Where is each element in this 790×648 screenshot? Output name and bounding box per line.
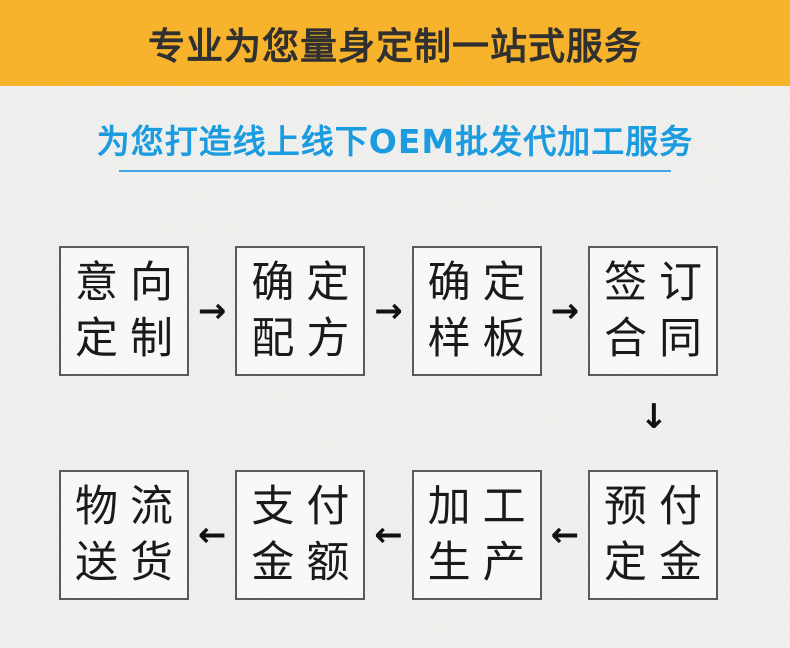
flow-row-2: 物流 送货 ← 支付 金额 ← 加工 生产 ← 预付 定金	[0, 470, 790, 600]
arrow-down-icon: ↓	[639, 397, 669, 437]
step-text: 样板	[427, 314, 538, 364]
arrow-right-icon: →	[374, 291, 403, 331]
step-text: 支付	[251, 482, 362, 532]
step-text: 意向	[75, 258, 185, 308]
flow-connector: ←	[189, 518, 235, 552]
step-sign-contract: 签订 合同	[587, 246, 718, 376]
subtitle-underline	[119, 170, 671, 172]
subtitle-text: 为您打造线上线下OEM批发代加工服务	[96, 122, 694, 161]
step-text: 加工	[427, 482, 538, 532]
step-logistics-delivery: 物流 送货	[59, 470, 189, 600]
step-text: 合同	[603, 314, 714, 364]
step-text: 预付	[603, 482, 714, 532]
step-text: 金额	[251, 538, 362, 588]
banner: 专业为您量身定制一站式服务	[0, 0, 790, 86]
step-text: 物流	[75, 482, 185, 532]
flow-connector: ←	[365, 518, 411, 552]
step-text: 签订	[603, 258, 714, 308]
banner-title: 专业为您量身定制一站式服务	[148, 25, 642, 68]
arrow-left-icon: ←	[550, 515, 580, 555]
flow-row-connector: ↓	[0, 376, 790, 470]
step-text: 定金	[603, 538, 714, 588]
flow-connector: →	[542, 294, 588, 328]
step-intent-customization: 意向 定制	[59, 246, 189, 376]
step-confirm-formula: 确定 配方	[235, 246, 366, 376]
step-text: 定制	[75, 314, 185, 364]
step-text: 确定	[251, 258, 362, 308]
flow-connector: →	[189, 294, 235, 328]
subtitle-section: 为您打造线上线下OEM批发代加工服务	[0, 86, 790, 172]
step-text: 确定	[427, 258, 538, 308]
flow-connector: →	[365, 294, 411, 328]
step-text: 送货	[75, 538, 185, 588]
flow-row-1: 意向 定制 → 确定 配方 → 确定 样板 → 签订 合同	[0, 246, 790, 376]
step-pay-amount: 支付 金额	[235, 470, 366, 600]
arrow-left-icon: ←	[197, 515, 227, 555]
step-text: 生产	[427, 538, 538, 588]
arrow-right-icon: →	[197, 291, 227, 331]
process-flow-diagram: 意向 定制 → 确定 配方 → 确定 样板 → 签订 合同	[0, 246, 790, 600]
step-text: 配方	[251, 314, 362, 364]
step-confirm-sample: 确定 样板	[411, 246, 542, 376]
arrow-left-icon: ←	[374, 515, 403, 555]
step-processing-production: 加工 生产	[411, 470, 542, 600]
arrow-right-icon: →	[550, 291, 580, 331]
flow-connector: ←	[542, 518, 588, 552]
step-prepay-deposit: 预付 定金	[587, 470, 718, 600]
